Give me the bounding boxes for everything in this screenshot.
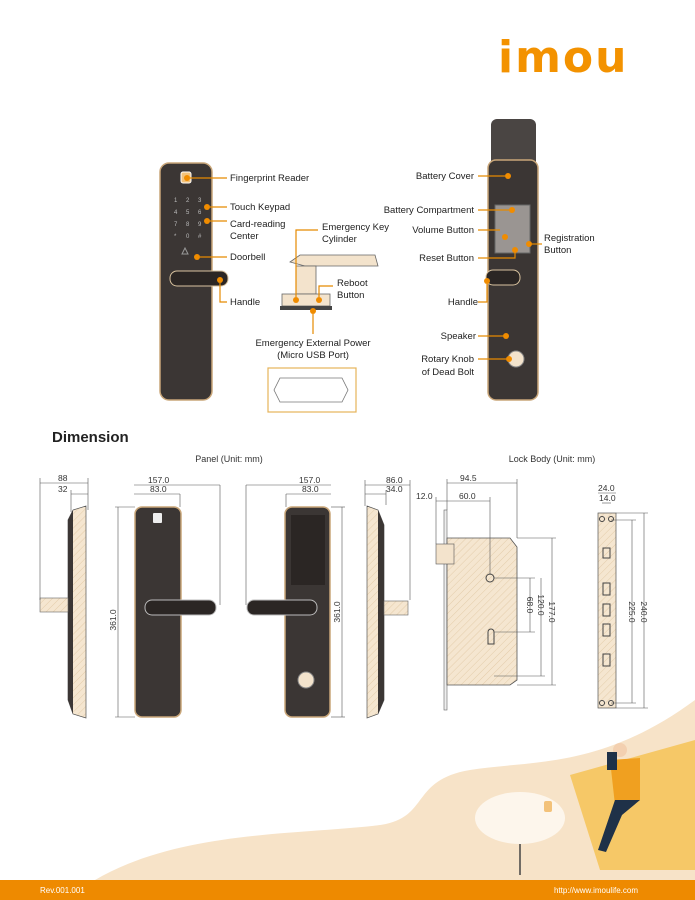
- dim-faceplate-240: 240.0: [639, 601, 649, 623]
- dimension-heading: Dimension: [52, 429, 129, 446]
- dim-front-width: 157.0: [148, 475, 170, 485]
- label-fingerprint-reader: Fingerprint Reader: [230, 173, 309, 184]
- imou-logo: imou: [498, 32, 628, 83]
- keypad-key: 8: [186, 222, 190, 228]
- footer-bar: [0, 880, 695, 900]
- person-on-sofa-illustration: [475, 740, 695, 875]
- label-reset-button: Reset Button: [419, 253, 474, 264]
- dim-lock-120: 120.0: [536, 594, 546, 616]
- label-external-power-2: (Micro USB Port): [277, 350, 349, 361]
- keypad-key: 4: [174, 210, 178, 216]
- label-handle-back: Handle: [448, 297, 478, 308]
- keypad-key: 6: [198, 210, 202, 216]
- dim-side1-inner: 32: [58, 484, 68, 494]
- keypad-key: *: [174, 234, 177, 240]
- keypad-key: 2: [186, 198, 190, 204]
- mechanism-illustration: [267, 229, 379, 413]
- label-emergency-key-1: Emergency Key: [322, 222, 389, 233]
- front-callouts: [184, 175, 227, 303]
- footer-url[interactable]: http://www.imoulife.com: [554, 886, 638, 895]
- side-view-left-drawing: [39, 478, 89, 719]
- label-touch-keypad: Touch Keypad: [230, 202, 290, 213]
- doorbell-icon: [181, 246, 189, 255]
- dim-lock-width: 94.5: [460, 473, 477, 483]
- label-speaker: Speaker: [441, 331, 476, 342]
- label-volume-button: Volume Button: [412, 225, 474, 236]
- side-view-right-drawing: [364, 480, 411, 719]
- label-reboot-1: Reboot: [337, 278, 368, 289]
- dim-faceplate-14: 14.0: [599, 493, 616, 503]
- dim-side1-total: 88: [58, 473, 68, 483]
- label-handle-front: Handle: [230, 297, 260, 308]
- footer-rev: Rev.001.001: [40, 886, 85, 895]
- keypad-key: 0: [186, 234, 190, 240]
- keypad: 1 2 3 4 5 6 7 8 9 * 0 #: [174, 198, 202, 240]
- label-emergency-key-2: Cylinder: [322, 234, 357, 245]
- label-doorbell: Doorbell: [230, 252, 265, 263]
- dim-back-height: 361.0: [332, 601, 342, 623]
- dim-lock-offset: 12.0: [416, 491, 433, 501]
- dim-lock-68: 68.0: [525, 597, 535, 614]
- handle: [169, 270, 229, 287]
- dim-faceplate-225: 225.0: [627, 601, 637, 623]
- lock-body-title: Lock Body (Unit: mm): [509, 454, 596, 464]
- dim-front-panel: 83.0: [150, 484, 167, 494]
- front-view-drawing: [115, 484, 221, 718]
- dim-faceplate-24: 24.0: [598, 483, 615, 493]
- label-external-power-1: Emergency External Power: [255, 338, 370, 349]
- panel-title: Panel (Unit: mm): [195, 454, 263, 464]
- label-battery-compartment: Battery Compartment: [384, 205, 475, 216]
- dim-lock-177: 177.0: [547, 601, 557, 623]
- faceplate-drawing: [597, 492, 648, 709]
- lock-body-drawing: [435, 479, 556, 711]
- label-registration-1: Registration: [544, 233, 595, 244]
- label-reboot-2: Button: [337, 290, 364, 301]
- label-card-reading-1: Card-reading: [230, 219, 285, 230]
- front-lock-illustration: 1 2 3 4 5 6 7 8 9 * 0 #: [159, 162, 229, 401]
- dim-back-panel: 83.0: [302, 484, 319, 494]
- keypad-key: 1: [174, 198, 178, 204]
- keypad-key: 5: [186, 210, 190, 216]
- back-lock-illustration: [478, 119, 542, 401]
- keypad-key: #: [198, 234, 202, 240]
- keypad-key: 9: [198, 222, 202, 228]
- back-view-drawing: [245, 484, 345, 718]
- dim-lock-backset: 60.0: [459, 491, 476, 501]
- dim-front-height: 361.0: [108, 609, 118, 631]
- label-rotary-knob-2: of Dead Bolt: [422, 367, 475, 378]
- label-battery-cover: Battery Cover: [416, 171, 474, 182]
- label-registration-2: Button: [544, 245, 571, 256]
- keypad-key: 3: [198, 198, 202, 204]
- keypad-key: 7: [174, 222, 178, 228]
- label-card-reading-2: Center: [230, 231, 259, 242]
- dim-back-width: 157.0: [299, 475, 321, 485]
- label-rotary-knob-1: Rotary Knob: [421, 354, 474, 365]
- micro-usb-detail: [267, 367, 357, 413]
- dim-side2-inner: 34.0: [386, 484, 403, 494]
- dim-side2-total: 86.0: [386, 475, 403, 485]
